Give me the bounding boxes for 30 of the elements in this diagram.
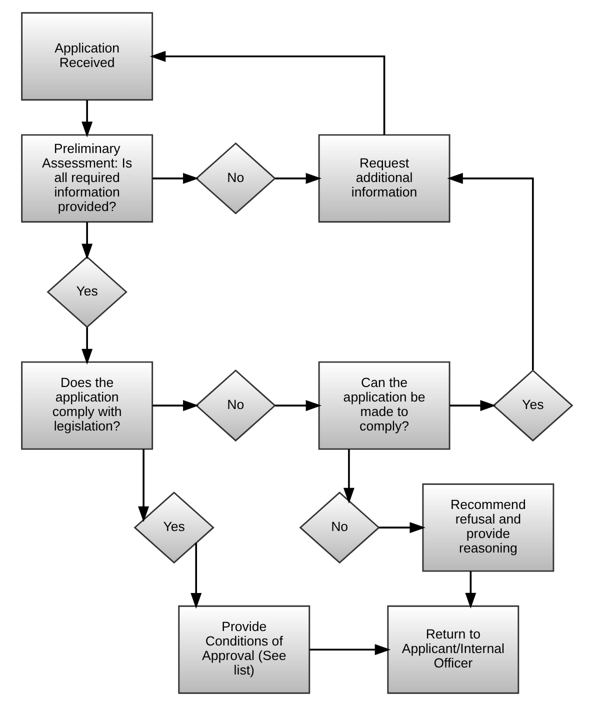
arrow [449, 400, 496, 412]
node-box: Application Received [20, 12, 153, 101]
node-diamond: Yes [46, 256, 127, 328]
arrow [342, 449, 354, 504]
node-box: Provide Conditions of Approval (See list) [178, 605, 310, 694]
arrow [274, 400, 322, 412]
arrow [274, 172, 322, 184]
node-box: Return to Applicant/Internal Officer [386, 605, 519, 694]
arrow [190, 543, 202, 609]
node-box: Does the application comply with legislation? [20, 361, 153, 450]
node-diamond: No [298, 492, 380, 564]
arrow [81, 222, 92, 260]
arrow [464, 571, 476, 609]
arrow [152, 172, 198, 184]
arrow [309, 644, 390, 656]
node-box: Preliminary Assessment: Is all required information provided? [20, 134, 153, 223]
node-diamond: Yes [492, 370, 573, 442]
arrow [446, 172, 534, 370]
node-diamond: No [194, 142, 276, 214]
arrow [81, 327, 92, 365]
node-diamond: Yes [133, 492, 214, 564]
node-box: Request additional information [318, 134, 450, 223]
arrow [138, 449, 149, 522]
arrow [152, 400, 198, 412]
node-box: Can the application be made to comply? [318, 361, 450, 450]
node-box: Recommend refusal and provide reasoning [422, 483, 554, 572]
arrow [149, 50, 385, 135]
node-diamond: No [194, 370, 276, 442]
arrow [378, 522, 425, 534]
arrow [81, 100, 92, 138]
